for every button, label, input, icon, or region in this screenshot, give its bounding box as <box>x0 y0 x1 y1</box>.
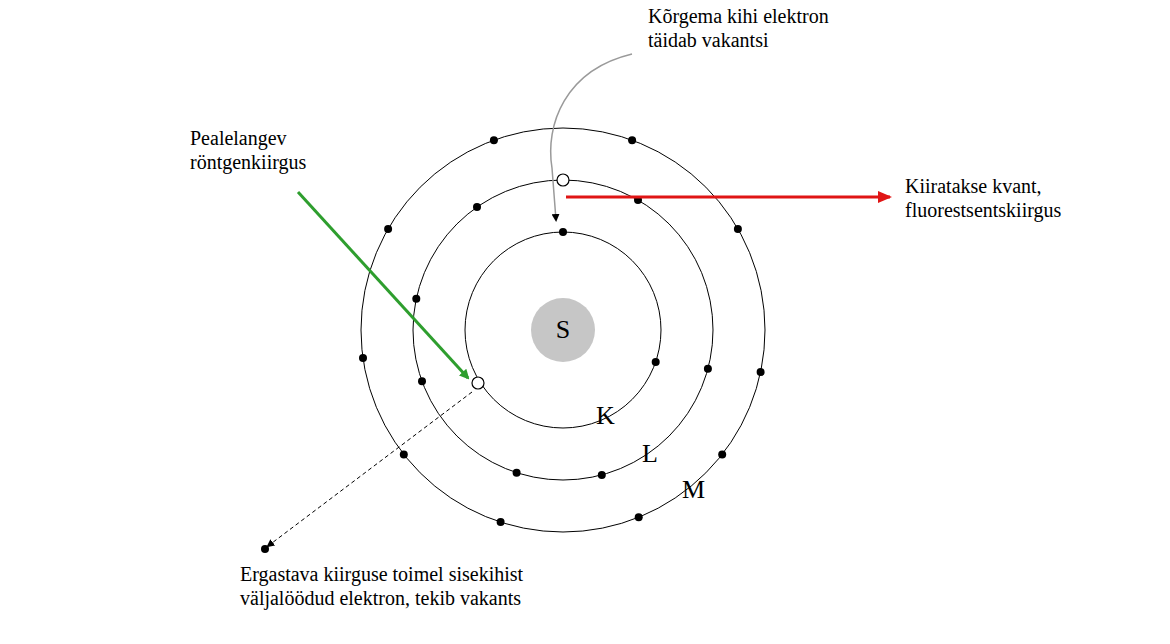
electron-dot <box>513 469 521 477</box>
ejection-note: Ergastava kiirguse toimel sisekihist väl… <box>240 562 600 610</box>
electron-dot <box>400 450 408 458</box>
shell-name: K <box>596 400 615 431</box>
leader-line <box>551 54 632 220</box>
electron-dot <box>418 377 426 385</box>
nucleus-circle: S <box>531 298 595 362</box>
shell-l <box>413 180 713 480</box>
emission-note: Kiiratakse kvant, fluorestsentskiirgus <box>905 174 1160 222</box>
fluorescent-ray <box>566 196 890 199</box>
electron-dot <box>635 513 643 521</box>
electron-dot <box>598 471 606 479</box>
electron-dot <box>359 354 367 362</box>
shell-m <box>361 128 765 532</box>
electron-dot <box>628 136 636 144</box>
shell-name: L <box>642 438 658 469</box>
electron-dot <box>704 365 712 373</box>
electron-dot <box>384 225 392 233</box>
vacancy-k <box>472 377 484 389</box>
electron-dot <box>412 295 420 303</box>
electron-dot <box>652 358 660 366</box>
shell-k <box>465 232 661 428</box>
ejected-path <box>268 392 472 546</box>
electrons <box>359 136 765 526</box>
electron-dot <box>473 203 481 211</box>
nucleus-label: S <box>556 315 570 345</box>
shell-name: M <box>682 474 705 505</box>
incident-note: Pealelangev röntgenkiirgus <box>190 126 330 174</box>
electron-dot <box>497 518 505 526</box>
electron-shells <box>361 128 765 532</box>
electron-dot <box>559 228 567 236</box>
vacancy-l <box>557 174 569 186</box>
leader-note: Kõrgema kihi elektron täidab vakantsi <box>648 4 873 52</box>
electron-dot <box>734 225 742 233</box>
electron-dot <box>757 368 765 376</box>
incident-ray <box>298 192 468 378</box>
electron-dot <box>490 136 498 144</box>
electron-dot <box>718 450 726 458</box>
ejected-electron <box>261 545 269 553</box>
